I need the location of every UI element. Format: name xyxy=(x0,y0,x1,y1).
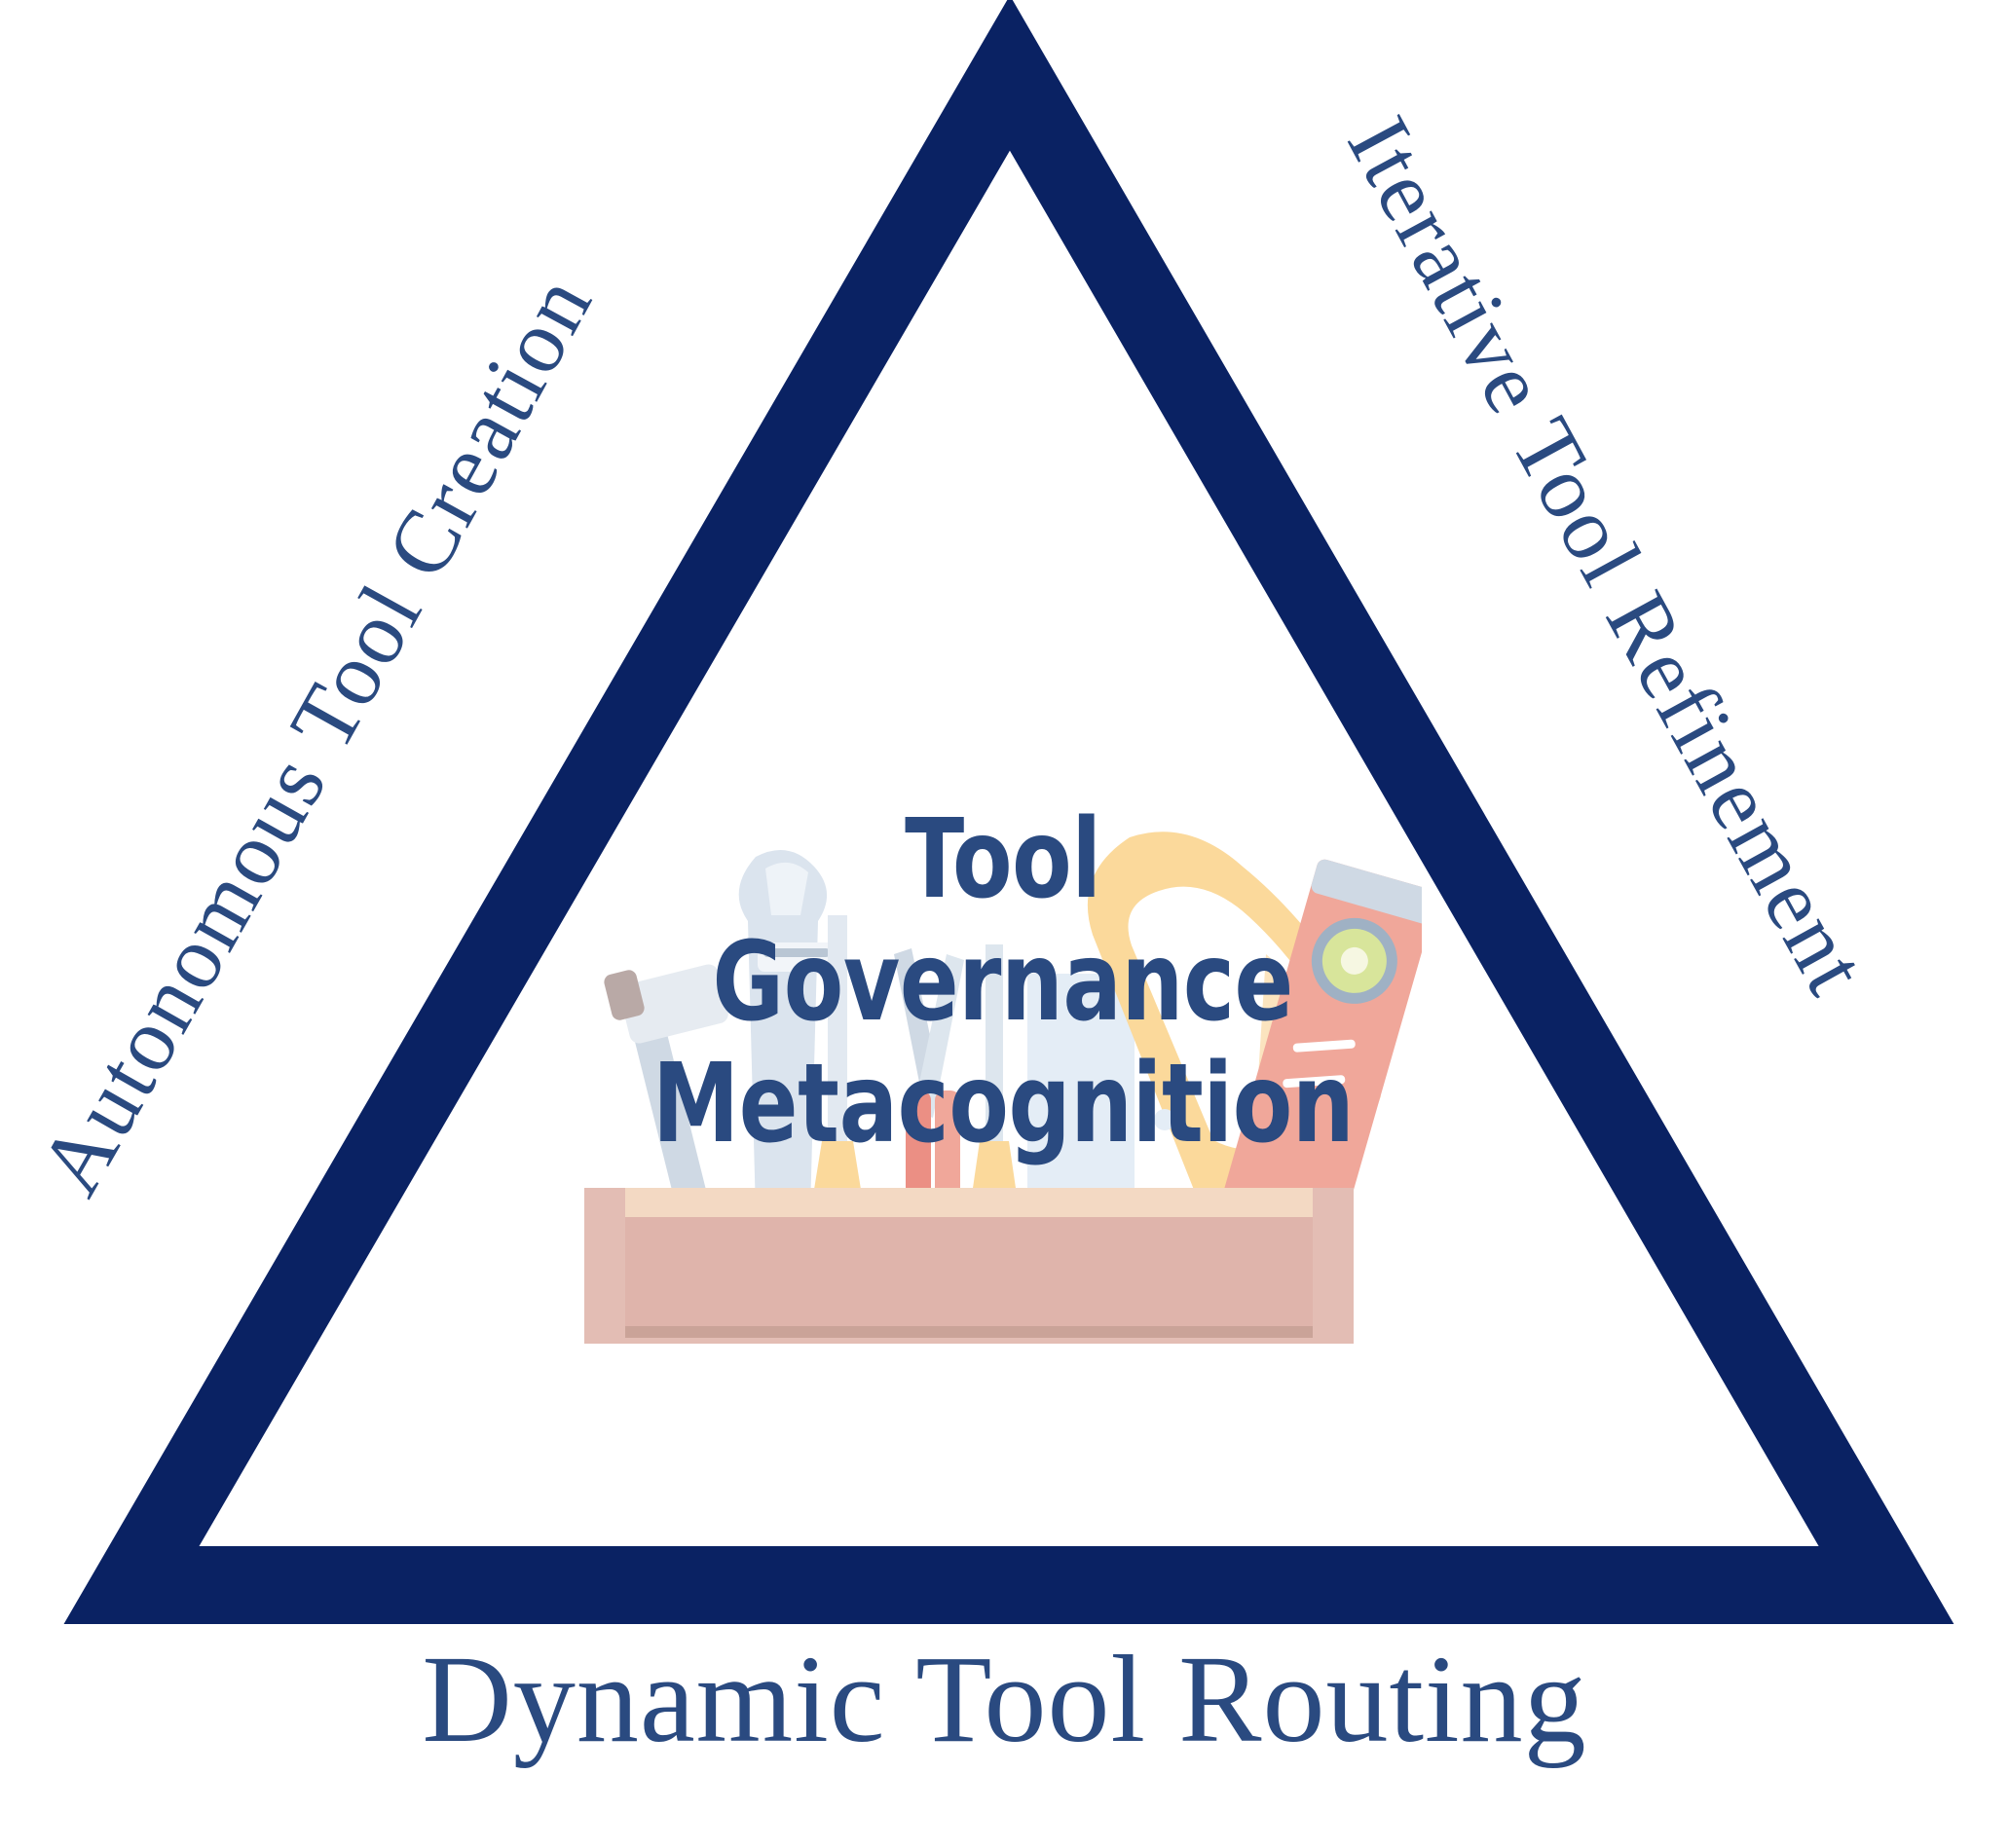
center-emblem: Tool Governance Metacognition xyxy=(584,798,1422,1344)
blade-icon xyxy=(1027,974,1135,1217)
center-title-line-1: Tool xyxy=(905,796,1101,923)
center-title-line-2: Governance xyxy=(712,918,1294,1046)
edge-label-left-text: Autonomous Tool Creation xyxy=(19,258,612,1210)
triangle-shape xyxy=(63,0,1954,1624)
center-title-line-3: Metacognition xyxy=(651,1041,1355,1168)
toolbox-tools xyxy=(584,832,1422,1344)
hammer-icon xyxy=(604,964,728,1203)
wrench-icon xyxy=(738,849,836,1238)
level-icon xyxy=(1213,859,1422,1265)
toolbox-body xyxy=(584,1188,1354,1344)
edge-label-left-textpath: Autonomous Tool Creation xyxy=(19,258,609,1210)
center-title: Tool Governance Metacognition xyxy=(584,798,1422,1344)
toolbox-icon xyxy=(584,832,1422,1344)
edge-label-bottom: Dynamic Tool Routing xyxy=(422,1630,1587,1768)
pliers-icon xyxy=(894,948,964,1217)
